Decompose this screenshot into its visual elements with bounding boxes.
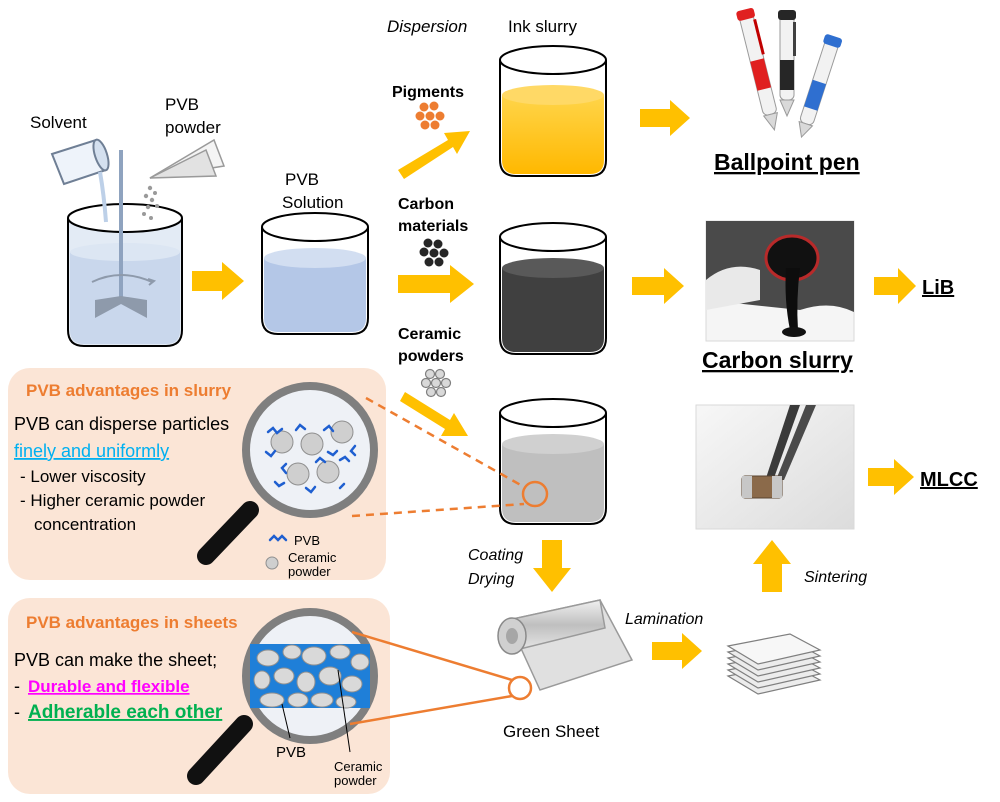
- slurry-panel-highlight: finely and uniformly: [14, 441, 169, 461]
- pvb-legend-icon: [268, 534, 288, 542]
- pigments-label: Pigments: [392, 84, 464, 101]
- dispersion-label: Dispersion: [387, 17, 467, 36]
- slurry-panel-title: PVB advantages in slurry: [26, 381, 232, 400]
- solvent-label: Solvent: [30, 113, 87, 132]
- zoom-circle-sheet: [507, 675, 533, 701]
- lib-label: LiB: [922, 277, 954, 299]
- zoom-circle-slurry: [521, 480, 549, 508]
- carbon-materials-label-line2: materials: [398, 218, 468, 235]
- ballpoint-pens-image: [736, 8, 842, 139]
- mlcc-label: MLCC: [920, 469, 978, 491]
- arrow-to-carbon-photo: [632, 268, 684, 304]
- mixing-beaker: [67, 150, 183, 347]
- slurry-panel-line1: PVB can disperse particles: [14, 414, 229, 434]
- arrow-lamination: [652, 633, 702, 669]
- sheet-zoom-line-bottom: [349, 694, 513, 726]
- arrow-sintering: [753, 540, 791, 592]
- ceramic-slurry-beaker: [499, 398, 607, 525]
- ink-slurry-beaker: [499, 45, 607, 177]
- sheet-panel-bullet1: Durable and flexible: [28, 677, 190, 696]
- carbon-materials-label-line1: Carbon: [398, 196, 454, 213]
- slurry-legend-pvb: PVB: [294, 533, 320, 548]
- ceramic-legend-icon: [265, 556, 279, 570]
- pvb-powder-label-line2: powder: [165, 118, 221, 137]
- arrow-coating-drying: [533, 540, 571, 592]
- arrow-to-ceramic-slurry: [400, 392, 468, 436]
- powder-paper-icon: [142, 138, 226, 220]
- laminated-sheet-stack: [726, 633, 822, 695]
- arrow-to-ink-slurry: [398, 131, 470, 179]
- arrow-to-ballpoint-pen: [640, 100, 690, 136]
- slurry-legend-ceramic-line1: Ceramic: [288, 550, 337, 565]
- pvb-solution-beaker: [261, 212, 369, 335]
- green-sheet-label: Green Sheet: [503, 722, 600, 741]
- coating-label: Coating: [468, 547, 523, 564]
- ballpoint-pen-label: Ballpoint pen: [714, 149, 860, 175]
- sheet-magnifier: [187, 608, 378, 785]
- sheet-panel-bullet1-dash: -: [14, 676, 20, 696]
- slurry-legend-ceramic-line2: powder: [288, 564, 331, 579]
- carbon-slurry-photo: [705, 220, 855, 342]
- carbon-slurry-label: Carbon slurry: [702, 347, 853, 373]
- arrow-mix-to-solution: [192, 262, 244, 300]
- sheet-ceramic-label-line1: Ceramic: [334, 759, 383, 774]
- green-sheet-roll: [497, 599, 634, 701]
- slurry-zoom-line-top: [365, 396, 527, 490]
- sheet-zoom-line-top: [351, 630, 513, 682]
- ceramic-powders-label-line2: powders: [398, 348, 464, 365]
- arrow-to-mlcc: [868, 459, 914, 495]
- sintering-label: Sintering: [804, 569, 867, 586]
- drying-label: Drying: [468, 571, 514, 588]
- sheet-panel-line1: PVB can make the sheet;: [14, 650, 217, 670]
- ceramic-powders-label-line1: Ceramic: [398, 326, 461, 343]
- mlcc-tweezers-photo: [695, 404, 855, 530]
- solvent-cup-icon: [50, 138, 110, 223]
- pvb-powder-label-line1: PVB: [165, 95, 199, 114]
- ink-slurry-label: Ink slurry: [508, 17, 577, 36]
- carbon-slurry-beaker: [499, 222, 607, 355]
- pigments-particles-icon: [415, 101, 445, 130]
- carbon-particles-icon: [419, 238, 449, 267]
- slurry-zoom-line-bottom: [351, 502, 525, 518]
- sheet-pvb-pointer: [281, 703, 291, 739]
- slurry-panel-bullet2-line2: concentration: [34, 515, 136, 534]
- sheet-panel-title: PVB advantages in sheets: [26, 613, 238, 632]
- arrow-to-lib: [874, 268, 916, 304]
- ceramic-particles-icon: [420, 368, 452, 398]
- sheet-panel-bullet2: Adherable each other: [28, 702, 223, 723]
- lamination-label: Lamination: [625, 611, 703, 628]
- sheet-pvb-label: PVB: [276, 744, 306, 761]
- sheet-ceramic-label-line2: powder: [334, 773, 377, 788]
- pvb-solution-label-line2: Solution: [282, 193, 343, 212]
- slurry-magnifier: [197, 382, 378, 565]
- pvb-solution-label-line1: PVB: [285, 170, 319, 189]
- sheet-ceramic-pointer: [337, 669, 351, 753]
- sheet-panel-bullet2-dash: -: [14, 702, 20, 722]
- slurry-panel-bullet2-line1: - Higher ceramic powder: [20, 491, 206, 510]
- slurry-panel-bullet1: - Lower viscosity: [20, 467, 146, 486]
- arrow-to-carbon-slurry: [398, 265, 474, 303]
